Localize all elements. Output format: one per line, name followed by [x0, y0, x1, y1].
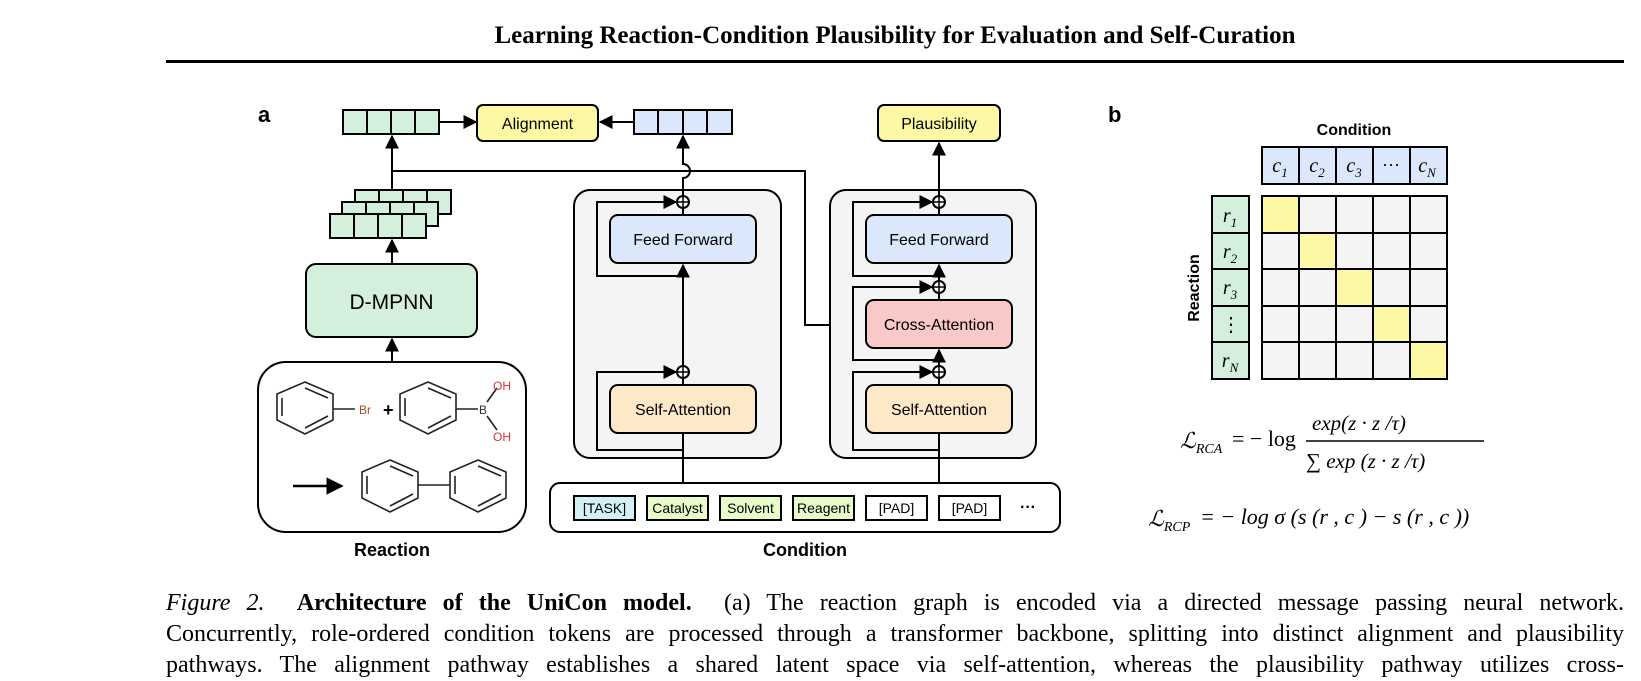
token-reagent [792, 495, 855, 521]
token-pad [938, 495, 1001, 521]
boron-label: B [479, 403, 487, 417]
svg-text:ℒRCA: ℒRCA [1180, 428, 1223, 457]
token-reagent-label: Reagent [797, 500, 850, 516]
architecture-figure: a Alignment Plausibility D-MPNN [257, 102, 1484, 560]
token-ellipsis: ··· [1020, 499, 1036, 516]
phenylboronic-acid-molecule [399, 381, 498, 435]
row-header-rn: rN [1222, 350, 1240, 375]
row-header-r1: r1 [1223, 205, 1237, 230]
rca-loss-equation: ℒRCA = − log exp(z · z /τ) ∑ exp (z · z … [1180, 411, 1484, 473]
matrix-column-headers [1261, 146, 1448, 185]
node-embedding-stack [329, 189, 452, 239]
hydroxyl-top-label: OH [493, 379, 511, 393]
token-catalyst-label: Catalyst [652, 500, 703, 516]
caption-line-1: Figure 2. Architecture of the UniCon mod… [166, 588, 1624, 619]
caption-text-1: (a) The reaction graph is encoded via a … [723, 590, 1624, 616]
alignment-label: Alignment [502, 116, 574, 133]
plausibility-label: Plausibility [901, 116, 977, 133]
token-task-label: [TASK] [583, 500, 626, 516]
dmpnn-label: D-MPNN [350, 291, 434, 314]
similarity-matrix [1261, 195, 1448, 380]
panel-a-label: a [258, 102, 271, 127]
token-solvent-label: Solvent [727, 500, 774, 516]
figure-caption: Figure 2. Architecture of the UniCon mod… [166, 588, 1624, 681]
feed-forward-left-label: Feed Forward [633, 232, 733, 249]
svg-text:= − log: = − log [1232, 426, 1296, 451]
reaction-box [257, 361, 527, 533]
matrix-row-title: Reaction [1186, 254, 1203, 322]
caption-line-2: Concurrently, role-ordered condition tok… [166, 621, 1624, 647]
self-attention-left-label: Self-Attention [635, 402, 731, 419]
svg-text:ℒRCP: ℒRCP [1148, 506, 1191, 535]
matrix-row-headers [1211, 195, 1250, 380]
self-attention-right-label: Self-Attention [891, 402, 987, 419]
token-pad-label: [PAD] [879, 500, 915, 516]
figure-number: Figure 2. [166, 590, 265, 616]
token-solvent [719, 495, 782, 521]
bromine-label: Br [359, 403, 371, 417]
plus-sign: + [383, 400, 394, 420]
condition-embedding-vector [633, 109, 733, 135]
token-task [573, 495, 636, 521]
token-catalyst [646, 495, 709, 521]
column-header-cn: cN [1418, 155, 1437, 180]
matrix-diagonal-cell [1299, 233, 1336, 269]
matrix-diagonal-cell [1262, 196, 1299, 233]
row-header-ellipsis: ⋮ [1221, 314, 1241, 336]
matrix-diagonal-cell [1336, 269, 1373, 306]
column-header-c3: c3 [1346, 155, 1362, 180]
alignment-block [476, 104, 599, 142]
matrix-column-title: Condition [1317, 122, 1392, 139]
figure-title: Architecture of the UniCon model. [296, 590, 692, 616]
cross-attention-label: Cross-Attention [884, 317, 994, 334]
plausibility-block [877, 104, 1001, 142]
header-rule [166, 60, 1624, 63]
reaction-embedding-vector [342, 109, 440, 135]
column-header-c1: c1 [1272, 155, 1287, 180]
biphenyl-molecule [361, 459, 507, 513]
svg-text:= − log σ (s (r , c ) − s (r ,: = − log σ (s (r , c ) − s (r , c )) [1200, 504, 1469, 529]
reaction-caption-label: Reaction [354, 540, 430, 560]
token-pad-label: [PAD] [952, 500, 988, 516]
column-header-ellipsis: ··· [1382, 154, 1400, 174]
condition-caption-label: Condition [763, 540, 847, 560]
token-pad [865, 495, 928, 521]
rcp-loss-equation: ℒRCP = − log σ (s (r , c ) − s (r , c )) [1148, 504, 1469, 535]
panel-b-label: b [1108, 102, 1121, 127]
matrix-diagonal-cell [1373, 306, 1410, 342]
column-header-c2: c2 [1309, 155, 1325, 180]
running-head: Learning Reaction-Condition Plausibility… [494, 22, 1296, 49]
rca-numerator: exp(z · z /τ) [1312, 411, 1406, 435]
caption-line-3: pathways. The alignment pathway establis… [166, 652, 1624, 678]
bromobenzene-molecule [276, 381, 355, 435]
rca-denominator: ∑ exp (z · z /τ) [1306, 449, 1425, 473]
row-header-r2: r2 [1223, 241, 1238, 266]
matrix-diagonal-cell [1410, 342, 1447, 379]
feed-forward-right-label: Feed Forward [889, 232, 989, 249]
hydroxyl-bottom-label: OH [493, 430, 511, 444]
row-header-r3: r3 [1223, 277, 1238, 302]
